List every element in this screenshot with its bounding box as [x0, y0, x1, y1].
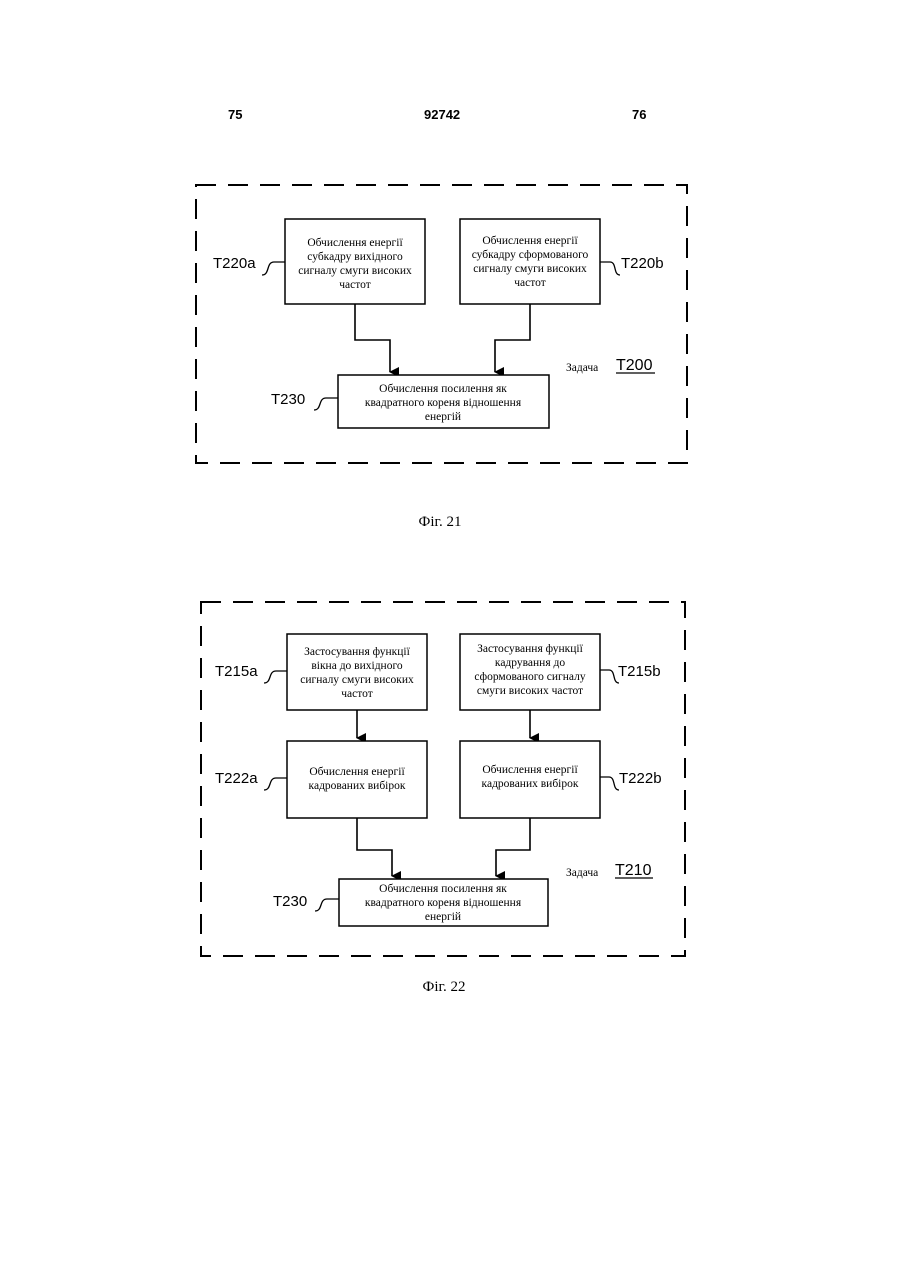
fig21-arrow-b-to-gain: [495, 304, 530, 372]
fig22-gain-line: Обчислення посилення як: [379, 883, 507, 895]
fig22-leader-t230: [315, 899, 339, 911]
fig21-box-b-line: субкадру сформованого: [472, 249, 589, 261]
fig21-box-b-line: сигналу смуги високих: [473, 263, 587, 275]
fig22-gain-line: енергій: [425, 911, 461, 923]
fig22-box-window-original: Застосування функції вікна до вихідного …: [287, 634, 427, 710]
fig22-arrow-energy-b-to-gain: [496, 818, 530, 876]
fig21-box-a-line: Обчислення енергії: [307, 237, 403, 249]
fig22-gain-line: квадратного кореня відношення: [365, 897, 522, 909]
fig22-task-word: Задача: [566, 867, 598, 879]
fig22-label-t215b: T215b: [618, 663, 661, 680]
fig22-energy-b-line: Обчислення енергії: [482, 764, 578, 776]
fig21-box-b-line: частот: [514, 277, 546, 289]
fig22-energy-a-line: Обчислення енергії: [309, 766, 405, 778]
fig21-gain-line: енергій: [425, 411, 461, 423]
fig21-caption: Фіг. 21: [340, 514, 540, 531]
fig22-window-b-line: Застосування функції: [477, 643, 583, 655]
fig22-arrow-energy-a-to-gain: [357, 818, 392, 876]
fig22-window-a-line: частот: [341, 688, 373, 700]
fig21-leader-t220b: [600, 262, 620, 275]
fig22-energy-b-line: кадрованих вибірок: [482, 778, 579, 790]
fig21-label-t220b: T220b: [621, 255, 664, 272]
fig21-box-a-line: субкадру вихідного: [307, 251, 403, 263]
fig21-gain-line: квадратного кореня відношення: [365, 397, 522, 409]
fig21-task-id: T200: [616, 357, 653, 374]
fig21-task-word: Задача: [566, 362, 598, 374]
fig21-gain-line: Обчислення посилення як: [379, 383, 507, 395]
fig22-caption: Фіг. 22: [344, 979, 544, 996]
fig22-leader-t222b: [600, 777, 619, 790]
fig21-arrow-a-to-gain: [355, 304, 390, 372]
fig22-window-a-line: сигналу смуги високих: [300, 674, 414, 686]
fig21-label-t230: T230: [271, 391, 305, 408]
fig21-leader-t220a: [262, 262, 285, 275]
fig22-window-a-line: Застосування функції: [304, 646, 410, 658]
fig22-window-a-line: вікна до вихідного: [311, 660, 403, 672]
fig22-window-b-line: сформованого сигналу: [474, 671, 585, 683]
fig22-label-t222b: T222b: [619, 770, 662, 787]
fig22-leader-t215b: [600, 670, 619, 683]
fig22-energy-a-line: кадрованих вибірок: [309, 780, 406, 792]
fig22-box-window-synth: Застосування функції кадрування до сформ…: [460, 634, 600, 710]
fig22-window-b-line: смуги високих частот: [477, 685, 583, 697]
fig22-box-energy-synth: Обчислення енергії кадрованих вибірок: [460, 741, 600, 818]
fig21-leader-t230: [314, 398, 338, 410]
fig22-leader-t222a: [264, 778, 287, 790]
fig21-box-a-line: сигналу смуги високих: [298, 265, 412, 277]
fig22-label-t215a: T215a: [215, 663, 258, 680]
fig22-box-energy-original: Обчислення енергії кадрованих вибірок: [287, 741, 427, 818]
fig22-label-t222a: T222a: [215, 770, 258, 787]
fig22-task-id: T210: [615, 862, 652, 879]
fig21-box-subframe-energy-original: Обчислення енергії субкадру вихідного си…: [285, 219, 425, 304]
fig21-label-t220a: T220a: [213, 255, 256, 272]
fig21-box-a-line: частот: [339, 279, 371, 291]
fig21-box-gain: Обчислення посилення як квадратного коре…: [338, 375, 549, 428]
fig22-label-t230: T230: [273, 893, 307, 910]
fig22-box-gain: Обчислення посилення як квадратного коре…: [339, 879, 548, 926]
fig22-leader-t215a: [264, 671, 287, 683]
fig21-box-b-line: Обчислення енергії: [482, 235, 578, 247]
fig22-window-b-line: кадрування до: [495, 657, 565, 669]
fig21-box-subframe-energy-synth: Обчислення енергії субкадру сформованого…: [460, 219, 600, 304]
